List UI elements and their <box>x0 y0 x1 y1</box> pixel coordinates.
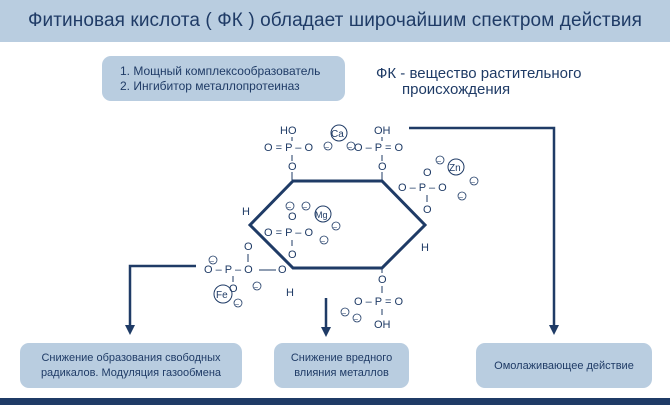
charge-sign: – <box>471 179 475 186</box>
charge-circle <box>340 307 350 317</box>
effect-line: влияния металлов <box>294 366 389 379</box>
charge-sign: – <box>348 144 352 151</box>
property-item: 2. Ингибитор металлопротеиназ <box>120 78 300 93</box>
ring-oxygen: O <box>378 274 387 286</box>
charge-circle <box>323 141 333 151</box>
ring-oxygen: O <box>423 167 432 179</box>
charge-sign: – <box>437 158 441 165</box>
origin-note-line: ФК - вещество растительного <box>376 65 582 82</box>
ring-oxygen: O <box>378 161 387 173</box>
charge-sign: – <box>210 258 214 265</box>
charge-circle <box>352 313 362 323</box>
charge-sign: – <box>303 204 307 211</box>
zinc-ion <box>447 158 465 176</box>
effect-box-radicals: Снижение образования свободных радикалов… <box>20 343 242 388</box>
charge-circle <box>301 201 311 211</box>
charge-sign: – <box>333 224 337 231</box>
effect-box-rejuvenation: Омолаживающее действие <box>476 343 652 388</box>
calcium-label: Ca <box>331 129 344 140</box>
effect-line: Омолаживающее действие <box>494 359 634 372</box>
charge-sign: – <box>342 310 346 317</box>
charge-circle <box>233 298 243 308</box>
arrow-left <box>125 264 196 335</box>
property-item: 1. Мощный комплексообразователь <box>120 63 321 78</box>
charge-circle <box>346 141 356 151</box>
charge-circle <box>208 255 218 265</box>
origin-note-line: происхождения <box>402 81 511 98</box>
properties-box: 1. Мощный комплексообразователь 2. Ингиб… <box>102 56 345 101</box>
charge-circle <box>331 221 341 231</box>
zinc-label: Zn <box>449 163 461 174</box>
charge-circle <box>457 191 467 201</box>
ring-oxygen: O <box>288 211 297 223</box>
bottom-divider <box>0 398 670 405</box>
charge-circle <box>435 155 445 165</box>
charge-sign: – <box>287 204 291 211</box>
iron-label: Fe <box>216 290 228 301</box>
charge-sign: – <box>459 194 463 201</box>
inositol-ring <box>247 179 428 270</box>
arrow-right <box>409 126 559 335</box>
charge-sign: – <box>354 316 358 323</box>
label-oh: OH <box>374 319 391 331</box>
ring-oxygen: O <box>288 249 297 261</box>
label-ho: HO <box>280 125 297 137</box>
charge-sign: – <box>325 144 329 151</box>
charge-circle <box>469 176 479 186</box>
charge-sign: – <box>321 238 325 245</box>
charge-circle <box>252 281 262 291</box>
phosphate-top-left: O = P – O <box>264 142 313 154</box>
effect-line: радикалов. Модуляция газообмена <box>40 366 222 379</box>
label-oh: OH <box>374 125 391 137</box>
ring-oxygen: O <box>244 241 253 253</box>
charge-sign: – <box>235 301 239 308</box>
title-bar: Фитиновая кислота ( ФК ) обладает широча… <box>0 0 670 42</box>
ring-oxygen: O <box>423 204 432 216</box>
magnesium-label: Mg <box>315 210 328 220</box>
ring-oxygen: O <box>288 161 297 173</box>
magnesium-ion <box>314 205 332 223</box>
phosphate-bottom: O – P = O <box>354 296 403 308</box>
hydrogen: H <box>286 287 294 299</box>
phosphate-right: O – P – O <box>398 182 447 194</box>
ring-oxygen: O <box>278 264 287 276</box>
charge-circle <box>285 201 295 211</box>
page-title: Фитиновая кислота ( ФК ) обладает широча… <box>27 10 643 31</box>
phosphate-left: O – P – O <box>204 264 253 276</box>
hydrogen: H <box>242 206 250 218</box>
effect-line: Снижение образования свободных <box>41 351 221 364</box>
effect-line: Снижение вредного <box>290 351 393 364</box>
phosphate-inner: O = P – O <box>264 227 313 239</box>
effect-box-metals: Снижение вредного влияния металлов <box>274 343 409 388</box>
ring-oxygen: O <box>229 283 238 295</box>
iron-ion <box>213 284 233 304</box>
hydrogen: H <box>421 242 429 254</box>
calcium-ion <box>330 124 348 142</box>
charge-sign: – <box>254 284 258 291</box>
charge-circle <box>319 235 329 245</box>
phosphate-top-right: O – P = O <box>354 142 403 154</box>
origin-note: ФК - вещество растительного происхождени… <box>376 66 626 98</box>
